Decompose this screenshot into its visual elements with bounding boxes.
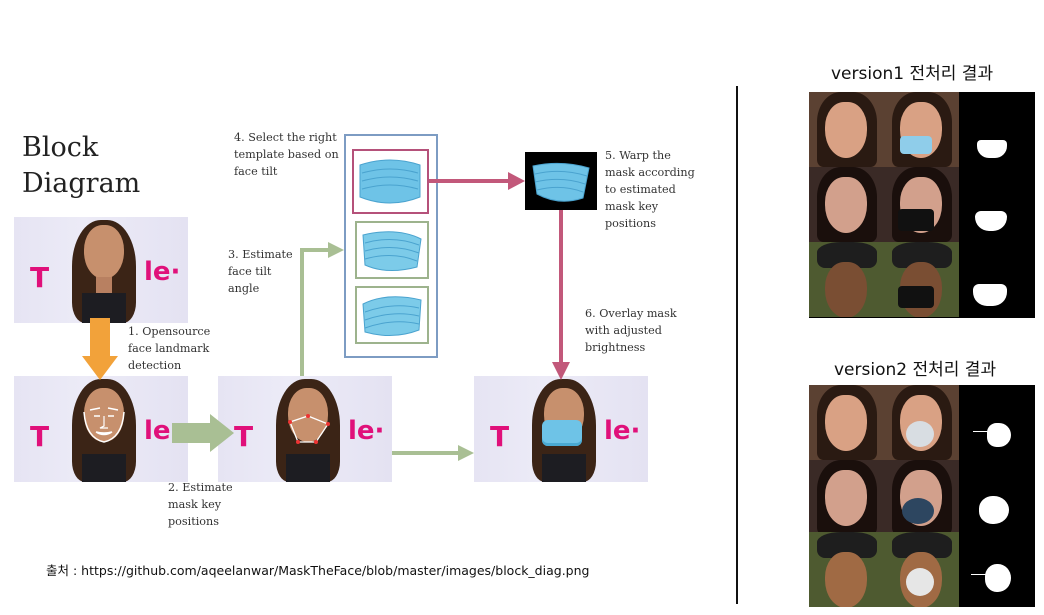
face xyxy=(825,262,867,317)
version2-grid xyxy=(809,385,1035,607)
v2-r2-original xyxy=(809,460,884,535)
face-photo-keypoints: T le· xyxy=(218,376,392,482)
version1-grid xyxy=(809,92,1035,318)
surgical-mask-icon xyxy=(359,159,421,204)
face-photo-landmarks: T le· xyxy=(14,376,188,482)
mask-silhouette xyxy=(979,496,1009,524)
step-2-label: 2. Estimate mask key positions xyxy=(168,481,233,528)
mask-silhouette xyxy=(977,140,1007,158)
v1-r3-masked xyxy=(884,242,959,317)
source-link[interactable]: 출처 : https://github.com/aqeelanwar/MaskT… xyxy=(46,563,590,578)
surgical-mask-icon xyxy=(906,421,934,447)
template-option-3 xyxy=(355,286,429,344)
arrow-head xyxy=(552,362,570,380)
face xyxy=(84,225,124,279)
v1-r1-original xyxy=(809,92,884,167)
v1-r2-original xyxy=(809,167,884,242)
v2-r2-masked xyxy=(884,460,959,535)
template-set-box xyxy=(344,134,438,358)
v2-r2-binary xyxy=(959,460,1034,535)
v1-r2-binary xyxy=(959,167,1034,242)
dress xyxy=(82,454,126,482)
dress xyxy=(542,454,586,482)
v1-r3-original xyxy=(809,242,884,317)
surgical-mask-icon xyxy=(902,498,934,524)
v1-r1-masked xyxy=(884,92,959,167)
logo-tail: le· xyxy=(604,416,641,446)
step-5-label: 5. Warp the mask according to estimated … xyxy=(605,149,695,230)
surgical-mask-icon xyxy=(900,136,932,154)
warped-mask xyxy=(525,152,597,210)
diagram-arrows xyxy=(82,172,570,461)
surgical-mask-icon xyxy=(898,286,934,308)
v1-r2-masked xyxy=(884,167,959,242)
v2-r3-binary xyxy=(959,532,1034,607)
mask-strap xyxy=(973,431,989,432)
surgical-mask-icon xyxy=(906,568,934,596)
mask-keypoints-overlay xyxy=(288,414,330,444)
mask-silhouette xyxy=(975,211,1007,231)
arrow-head xyxy=(328,242,344,258)
v1-r1-binary xyxy=(959,92,1034,167)
template-selected xyxy=(352,149,429,214)
version1-title: version1 전처리 결과 xyxy=(831,64,994,84)
mask-silhouette xyxy=(973,284,1007,306)
t-logo: T xyxy=(30,420,50,453)
landmark-overlay xyxy=(83,407,125,443)
face xyxy=(825,177,867,233)
arrow-head xyxy=(458,445,474,461)
face xyxy=(825,470,867,526)
face-photo-original: T le· xyxy=(14,217,188,323)
mask-silhouette xyxy=(985,564,1011,592)
arrow-down-icon xyxy=(82,318,118,380)
logo-tail: le· xyxy=(144,257,181,287)
v2-r3-original xyxy=(809,532,884,607)
surgical-mask-icon xyxy=(362,231,422,271)
step-3-label: 3. Estimate face tilt angle xyxy=(228,248,293,295)
v2-r1-binary xyxy=(959,385,1034,460)
step-1-label: 1. Opensource face landmark detection xyxy=(128,325,211,372)
surgical-mask-icon xyxy=(532,162,590,202)
mask-strap xyxy=(971,574,987,575)
neck xyxy=(96,277,112,293)
t-logo: T xyxy=(30,261,50,294)
logo-tail: le· xyxy=(348,416,385,446)
v2-r3-masked xyxy=(884,532,959,607)
arrow-up-icon xyxy=(300,248,330,376)
face xyxy=(825,395,867,451)
surgical-mask-icon xyxy=(898,209,934,231)
arrow-right-icon xyxy=(172,414,234,452)
v2-r1-original xyxy=(809,385,884,460)
step-4-label: 4. Select the right template based on fa… xyxy=(234,131,339,178)
t-logo: T xyxy=(490,420,510,453)
template-option-2 xyxy=(355,221,429,279)
t-logo: T xyxy=(234,420,254,453)
face xyxy=(825,102,867,158)
surgical-mask-icon xyxy=(362,296,422,336)
divider xyxy=(736,86,738,604)
arrow-head xyxy=(508,172,525,190)
face xyxy=(825,552,867,607)
step-6-label: 6. Overlay mask with adjusted brightness xyxy=(585,307,677,354)
version2-title: version2 전처리 결과 xyxy=(834,360,997,380)
mask-silhouette xyxy=(987,423,1011,447)
diagram-title: Block Diagram xyxy=(22,132,141,199)
v1-r3-binary xyxy=(959,242,1034,317)
v2-r1-masked xyxy=(884,385,959,460)
face-photo-masked: T le· xyxy=(474,376,648,482)
dress xyxy=(286,454,330,482)
surgical-mask-icon xyxy=(542,420,582,446)
